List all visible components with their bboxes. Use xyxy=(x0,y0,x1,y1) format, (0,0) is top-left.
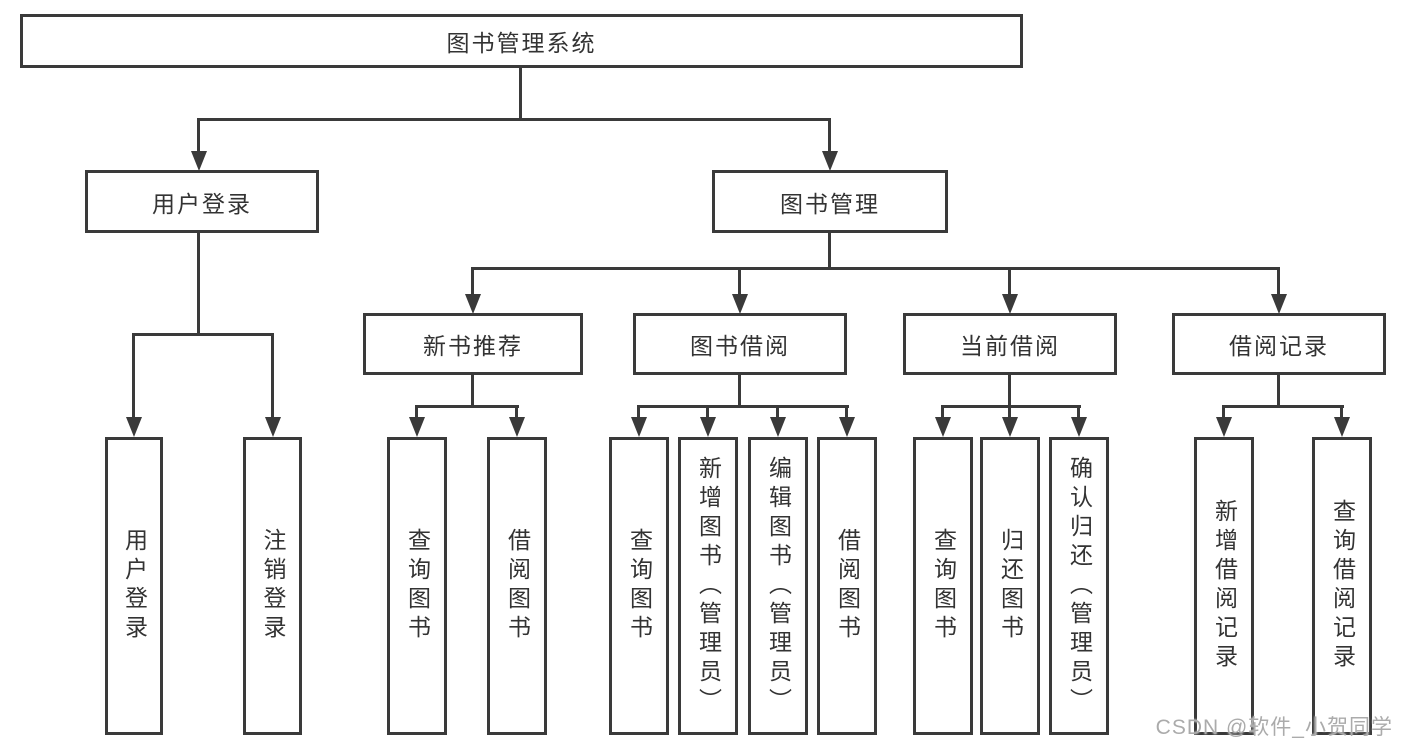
arrow-down xyxy=(1002,294,1018,314)
arrow-down xyxy=(409,417,425,437)
connector-line xyxy=(1277,267,1280,295)
arrow-down xyxy=(1334,417,1350,437)
arrow-down xyxy=(265,417,281,437)
connector-line xyxy=(1340,405,1343,419)
node-borrow-records: 借阅记录 xyxy=(1172,313,1386,375)
connector-line xyxy=(1222,405,1225,419)
arrow-down xyxy=(770,417,786,437)
connector-line xyxy=(132,333,135,419)
csdn-watermark: CSDN @软件_小贺同学 xyxy=(1155,716,1393,739)
node-user-login-action: 用户登录 xyxy=(105,437,163,735)
connector-line xyxy=(132,333,274,336)
arrow-down xyxy=(126,417,142,437)
connector-line xyxy=(738,267,741,295)
connector-line xyxy=(637,405,849,408)
node-book-management: 图书管理 xyxy=(712,170,948,233)
connector-line xyxy=(197,118,831,121)
connector-line xyxy=(738,373,741,408)
connector-line xyxy=(415,405,519,408)
connector-line xyxy=(515,405,518,419)
connector-line xyxy=(471,373,474,408)
node-query-books-current: 查询图书 xyxy=(913,437,973,735)
arrow-down xyxy=(1271,294,1287,314)
node-query-books-borrow: 查询图书 xyxy=(609,437,669,735)
connector-line xyxy=(1077,405,1080,419)
arrow-down xyxy=(191,151,207,171)
node-library-system: 图书管理系统 xyxy=(20,14,1023,68)
connector-line xyxy=(828,231,831,270)
node-user-login: 用户登录 xyxy=(85,170,319,233)
arrow-down xyxy=(822,151,838,171)
node-return-book: 归还图书 xyxy=(980,437,1040,735)
connector-line xyxy=(415,405,418,419)
node-edit-book-admin: 编辑图书（管理员） xyxy=(748,437,808,735)
connector-line xyxy=(637,405,640,419)
connector-line xyxy=(197,231,200,336)
connector-line xyxy=(941,405,944,419)
connector-line xyxy=(471,267,474,295)
node-add-borrow-record: 新增借阅记录 xyxy=(1194,437,1254,735)
connector-line xyxy=(471,267,1280,270)
connector-line xyxy=(1008,405,1011,419)
arrow-down xyxy=(732,294,748,314)
node-book-borrow: 图书借阅 xyxy=(633,313,847,375)
arrow-down xyxy=(465,294,481,314)
node-current-borrow: 当前借阅 xyxy=(903,313,1117,375)
node-new-book-recommend: 新书推荐 xyxy=(363,313,583,375)
connector-line xyxy=(828,118,831,153)
connector-line xyxy=(1008,267,1011,295)
node-add-book-admin: 新增图书（管理员） xyxy=(678,437,738,735)
node-borrow-books-recommend: 借阅图书 xyxy=(487,437,547,735)
node-query-books-recommend: 查询图书 xyxy=(387,437,447,735)
connector-line xyxy=(197,118,200,153)
arrow-down xyxy=(1002,417,1018,437)
connector-line xyxy=(706,405,709,419)
connector-line xyxy=(776,405,779,419)
arrow-down xyxy=(935,417,951,437)
arrow-down xyxy=(631,417,647,437)
arrow-down xyxy=(839,417,855,437)
connector-line xyxy=(1008,373,1011,408)
node-borrow-books-action: 借阅图书 xyxy=(817,437,877,735)
arrow-down xyxy=(1071,417,1087,437)
node-logout-action: 注销登录 xyxy=(243,437,302,735)
arrow-down xyxy=(1216,417,1232,437)
connector-line xyxy=(271,333,274,419)
connector-line xyxy=(1277,373,1280,408)
node-confirm-return-admin: 确认归还（管理员） xyxy=(1049,437,1109,735)
connector-line xyxy=(845,405,848,419)
connector-line xyxy=(941,405,1081,408)
node-query-borrow-record: 查询借阅记录 xyxy=(1312,437,1372,735)
arrow-down xyxy=(700,417,716,437)
arrow-down xyxy=(509,417,525,437)
connector-line xyxy=(519,66,522,121)
connector-line xyxy=(1222,405,1344,408)
